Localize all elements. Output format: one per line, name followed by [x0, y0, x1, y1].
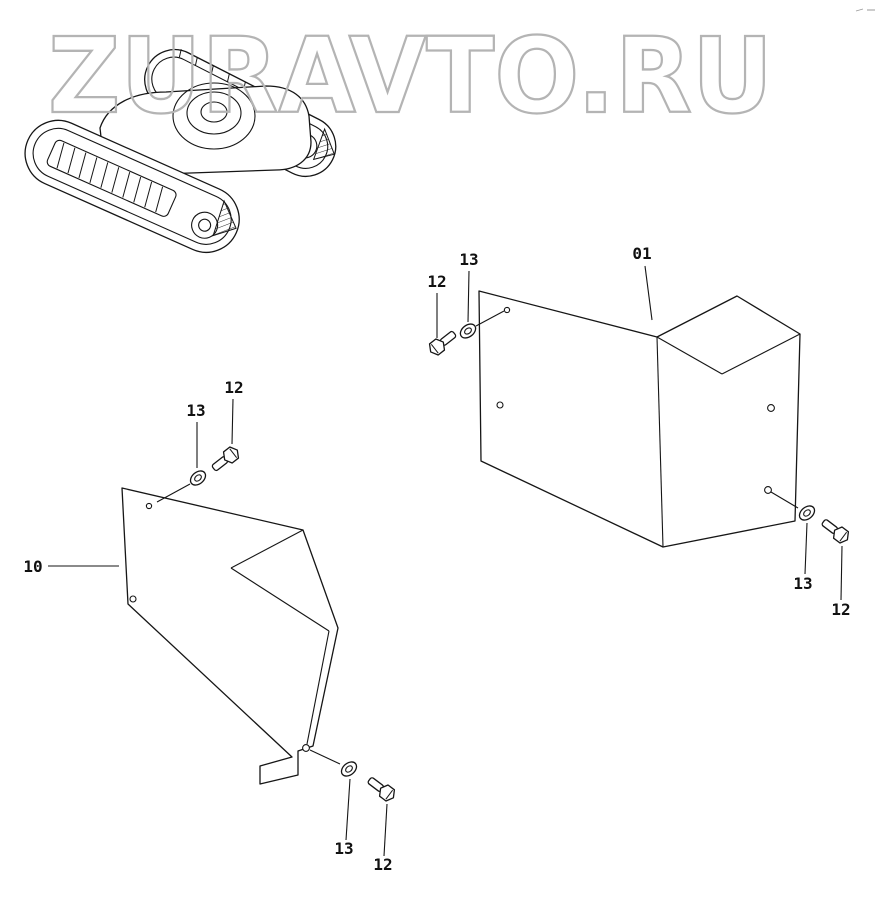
swing-bearing-mid	[186, 91, 242, 135]
near-track-frame	[24, 119, 240, 253]
bolt-drawing	[818, 515, 853, 547]
bolt-drawing	[208, 443, 243, 475]
swing-bearing-outer	[172, 82, 256, 150]
washer-drawing	[457, 320, 479, 342]
washer-drawing	[796, 502, 818, 524]
bolt-drawing	[425, 327, 460, 359]
part-01-label: 01	[632, 244, 651, 263]
bolt-drawing	[364, 773, 399, 805]
bolt-12-callout-d: 12	[373, 855, 392, 874]
hatched-patch	[212, 199, 237, 237]
bolt-12-callout-b: 12	[831, 600, 850, 619]
cover-01-drawing	[478, 290, 801, 548]
bolt-hole	[496, 401, 504, 409]
washer-13-callout-d: 13	[334, 839, 353, 858]
bolt-12-callout-a: 12	[427, 272, 446, 291]
undercarriage-drawing	[24, 48, 337, 253]
bolt-hole	[764, 486, 772, 494]
hatched-patch	[312, 127, 335, 161]
bolt-hole	[129, 595, 137, 603]
cover-01-top-hardware: 12 13	[425, 250, 505, 359]
washer-drawing	[338, 758, 360, 780]
bolt-12-callout-c: 12	[224, 378, 243, 397]
washer-13-callout-a: 13	[459, 250, 478, 269]
bolt-hole	[302, 744, 310, 752]
cover-10-drawing	[121, 487, 339, 785]
washer-13-callout-c: 13	[186, 401, 205, 420]
bolt-hole	[145, 502, 153, 510]
bolt-hole	[503, 306, 511, 314]
watermark-text: ZURAVTO.RU	[48, 15, 773, 137]
center-frame	[99, 82, 312, 175]
corner-speckle	[855, 8, 875, 12]
washer-drawing	[187, 467, 209, 489]
bolt-hole	[767, 404, 775, 412]
part-10-label: 10	[23, 557, 42, 576]
cover-10-top-hardware: 13 12	[156, 378, 244, 503]
washer-13-callout-b: 13	[793, 574, 812, 593]
cover-01-callout: 01	[632, 244, 653, 321]
cover-10-bottom-hardware: 13 12	[309, 749, 399, 874]
cover-10-callout: 10	[23, 557, 119, 576]
swing-bearing-inner	[200, 101, 228, 123]
cover-01-right-hardware: 13 12	[770, 491, 853, 619]
